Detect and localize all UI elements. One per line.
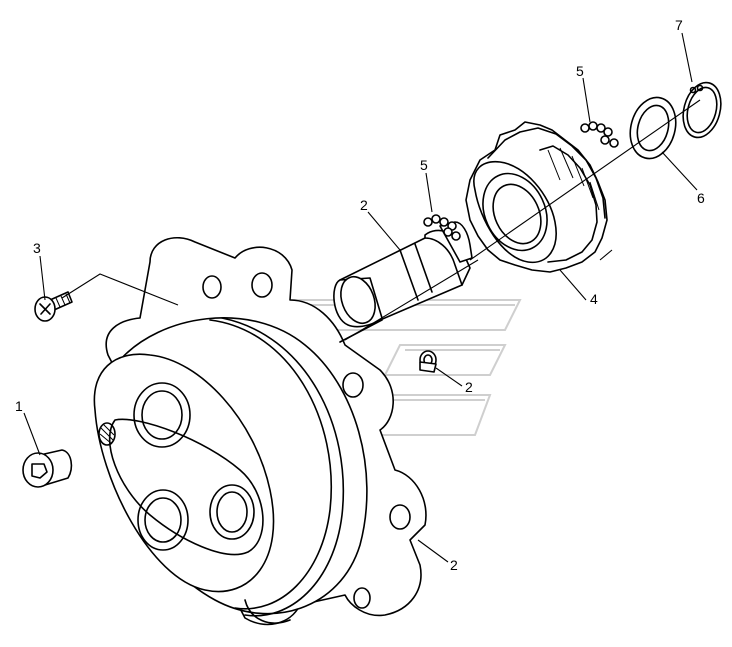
flange-hole-1 <box>202 275 222 299</box>
callout-labels: 1 2 2 2 3 4 5 5 6 7 <box>15 17 705 573</box>
callout-5-right: 5 <box>576 63 584 79</box>
washer <box>629 96 677 160</box>
callout-6: 6 <box>697 190 705 206</box>
port-lower-right <box>209 484 255 540</box>
ball-set-right <box>580 121 619 148</box>
callout-3: 3 <box>33 240 41 256</box>
callout-2-screw: 2 <box>465 379 473 395</box>
port-upper <box>133 382 191 448</box>
flange-hole-2 <box>251 272 273 298</box>
snap-ring <box>682 81 722 139</box>
flange-hole-4 <box>389 504 411 530</box>
screw-part-2 <box>419 350 437 373</box>
flange-hole-3 <box>342 372 364 398</box>
flange-hole-5 <box>353 587 371 609</box>
callout-2-shaft: 2 <box>360 197 368 213</box>
callout-1: 1 <box>15 398 23 414</box>
leader-lines <box>23 32 701 563</box>
threaded-port <box>98 422 116 446</box>
pump-housing <box>93 237 427 626</box>
screw-part-3 <box>34 291 73 322</box>
ball-set-left <box>423 214 461 241</box>
drive-shaft <box>333 221 473 343</box>
callout-7: 7 <box>675 17 683 33</box>
drive-gear <box>465 121 608 273</box>
plug-part-1 <box>22 449 73 488</box>
callout-4: 4 <box>590 291 598 307</box>
port-lower-left <box>137 489 189 551</box>
callout-5-left: 5 <box>420 157 428 173</box>
callout-2-housing: 2 <box>450 557 458 573</box>
